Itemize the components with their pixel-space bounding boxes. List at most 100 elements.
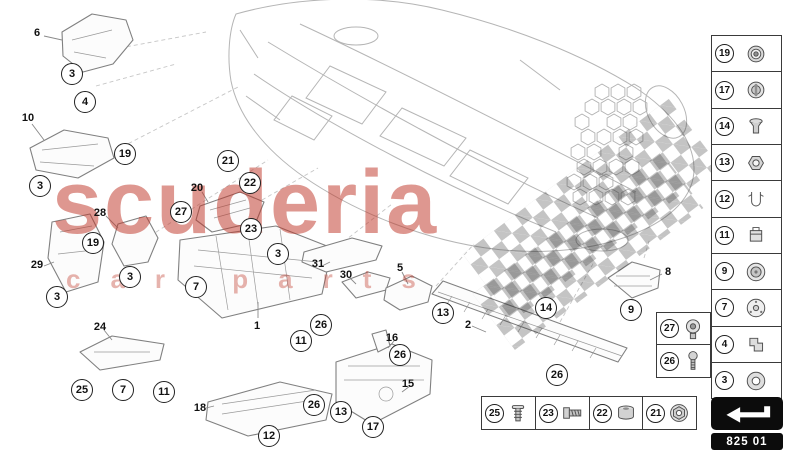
fastener-legend-item-14[interactable]: 14 <box>711 107 782 146</box>
fastener-legend-item-21[interactable]: 21 <box>642 396 698 430</box>
part-number-label-24[interactable]: 24 <box>93 321 107 333</box>
callout-circle-17[interactable]: 17 <box>362 416 384 438</box>
callout-circle-3[interactable]: 3 <box>61 63 83 85</box>
fastener-legend-item-12[interactable]: 12 <box>711 180 782 218</box>
callout-circle-3[interactable]: 3 <box>119 266 141 288</box>
legend-number-badge: 27 <box>660 319 679 339</box>
part-number-label-5[interactable]: 5 <box>396 262 404 274</box>
grommet-nut-icon <box>747 45 765 63</box>
part-number-label-15[interactable]: 15 <box>401 378 415 390</box>
callout-circle-3[interactable]: 3 <box>29 175 51 197</box>
fastener-legend-item-11[interactable]: 11 <box>711 216 782 255</box>
legend-number-badge: 21 <box>646 403 666 423</box>
back-arrow-icon <box>711 397 783 430</box>
callout-circle-3[interactable]: 3 <box>46 286 68 308</box>
page-code-badge[interactable]: 825 01 <box>711 397 783 450</box>
spring-clip-icon <box>748 192 764 207</box>
cap-washer-icon <box>746 262 766 281</box>
legend-number-badge: 3 <box>715 371 734 391</box>
fastener-legend-item-19[interactable]: 19 <box>711 35 782 73</box>
callout-circle-25[interactable]: 25 <box>71 379 93 401</box>
fastener-legend-item-26[interactable]: 26 <box>656 344 711 378</box>
callout-circle-23[interactable]: 23 <box>240 218 262 240</box>
legend-number-badge: 14 <box>715 116 734 136</box>
fastener-legend-column: 19 17 14 13 12 11 9 7 4 3 <box>711 35 782 400</box>
part-number-label-30[interactable]: 30 <box>339 269 353 281</box>
legend-number-badge: 7 <box>715 298 734 318</box>
callout-circle-12[interactable]: 12 <box>258 425 280 447</box>
callout-circle-11[interactable]: 11 <box>153 381 175 403</box>
part-number-label-18[interactable]: 18 <box>193 402 207 414</box>
legend-icon-wrap <box>734 296 778 320</box>
callout-circle-3[interactable]: 3 <box>267 243 289 265</box>
part-number-label-1[interactable]: 1 <box>253 320 261 332</box>
part-number-label-10[interactable]: 10 <box>21 112 35 124</box>
part-number-label-29[interactable]: 29 <box>30 259 44 271</box>
push-clip-icon <box>747 81 765 99</box>
legend-icon-wrap <box>558 401 586 425</box>
legend-number-badge: 9 <box>715 262 734 282</box>
plastic-plug-icon <box>617 405 634 420</box>
legend-number-badge: 17 <box>715 80 734 100</box>
fastener-legend-item-13[interactable]: 13 <box>711 143 782 182</box>
legend-icon-wrap <box>665 401 693 425</box>
torx-screw-icon <box>688 351 698 370</box>
callout-circle-26[interactable]: 26 <box>303 394 325 416</box>
callout-circle-13[interactable]: 13 <box>432 302 454 324</box>
callout-circle-4[interactable]: 4 <box>74 91 96 113</box>
fastener-legend-item-4[interactable]: 4 <box>711 325 782 363</box>
callout-circle-19[interactable]: 19 <box>114 143 136 165</box>
legend-number-badge: 12 <box>715 189 734 209</box>
fastener-legend-item-3[interactable]: 3 <box>711 361 782 400</box>
part-number-label-8[interactable]: 8 <box>664 266 672 278</box>
legend-icon-wrap <box>734 151 778 175</box>
fastener-legend-item-25[interactable]: 25 <box>481 396 536 430</box>
fastener-legend-item-27[interactable]: 27 <box>656 312 711 346</box>
part-number-label-31[interactable]: 31 <box>311 258 325 270</box>
part-number-label-28[interactable]: 28 <box>93 207 107 219</box>
legend-icon-wrap <box>734 187 778 211</box>
callout-circle-19[interactable]: 19 <box>82 232 104 254</box>
part-number-label-20[interactable]: 20 <box>190 182 204 194</box>
legend-number-badge: 22 <box>592 403 612 423</box>
fastener-legend-item-9[interactable]: 9 <box>711 252 782 291</box>
fastener-legend-item-17[interactable]: 17 <box>711 71 782 109</box>
callout-circle-11[interactable]: 11 <box>290 330 312 352</box>
callout-circle-26[interactable]: 26 <box>310 314 332 336</box>
callout-circle-7[interactable]: 7 <box>185 276 207 298</box>
legend-icon-wrap <box>734 78 778 102</box>
hex-bolt-icon <box>563 407 582 419</box>
callout-circle-21[interactable]: 21 <box>217 150 239 172</box>
callout-circle-26[interactable]: 26 <box>389 344 411 366</box>
part-number-label-16[interactable]: 16 <box>385 332 399 344</box>
callout-circle-14[interactable]: 14 <box>535 297 557 319</box>
fastener-legend-item-7[interactable]: 7 <box>711 289 782 327</box>
legend-icon-wrap <box>734 369 778 393</box>
callout-circle-26[interactable]: 26 <box>546 364 568 386</box>
callout-circle-27[interactable]: 27 <box>170 201 192 223</box>
washer-screw-icon <box>685 319 701 339</box>
large-washer-icon <box>746 371 766 390</box>
legend-icon-wrap <box>734 332 778 356</box>
fastener-legend-item-23[interactable]: 23 <box>534 396 590 430</box>
part-number-label-2[interactable]: 2 <box>464 319 472 331</box>
callout-circle-13[interactable]: 13 <box>330 401 352 423</box>
push-rivet-icon <box>511 405 525 422</box>
callout-circle-9[interactable]: 9 <box>620 299 642 321</box>
legend-icon-wrap <box>734 42 778 66</box>
part-number-label-6[interactable]: 6 <box>33 27 41 39</box>
callout-circle-7[interactable]: 7 <box>112 379 134 401</box>
page-code-label: 825 01 <box>711 433 783 450</box>
legend-icon-wrap <box>679 317 707 341</box>
assembly-dashed-lines <box>95 31 651 323</box>
callout-circle-22[interactable]: 22 <box>239 172 261 194</box>
fastener-legend-item-22[interactable]: 22 <box>588 396 644 430</box>
hex-flange-nut-icon <box>748 155 764 170</box>
part-detail-lines <box>39 29 652 415</box>
legend-icon-wrap <box>734 260 778 284</box>
